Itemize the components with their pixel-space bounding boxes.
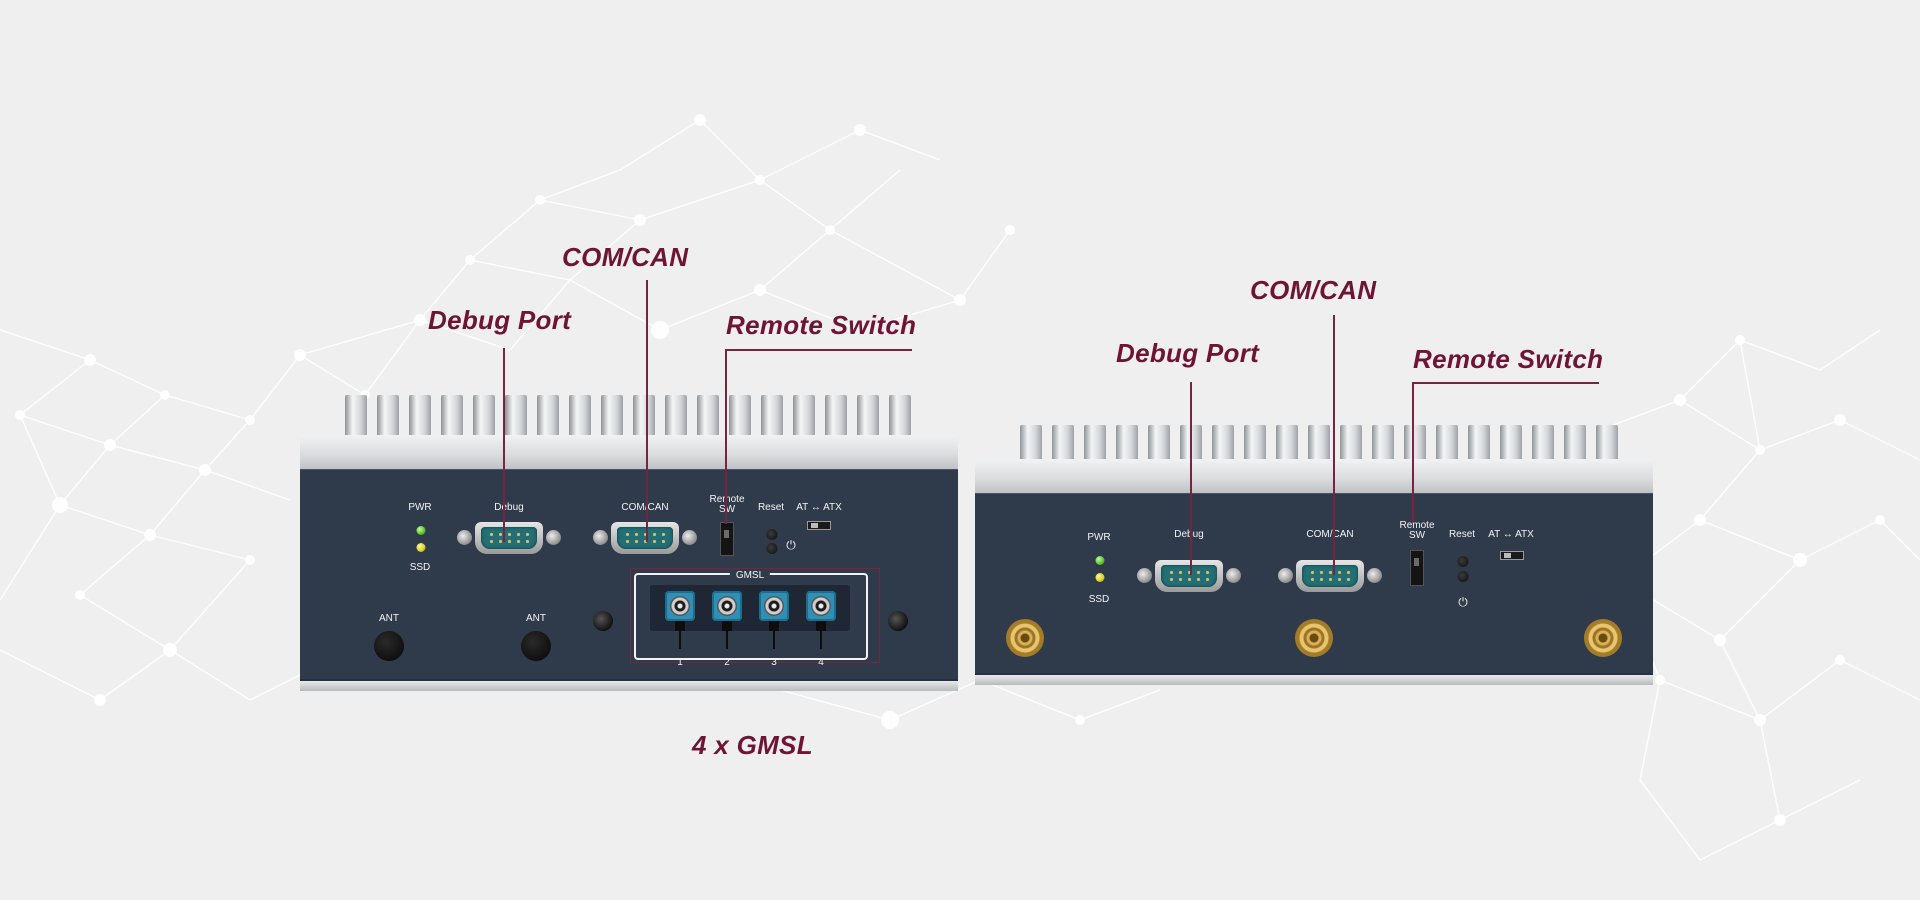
gmsl-port-4-label: 4	[818, 657, 824, 668]
right-callout-debug-port: Debug Port	[1116, 338, 1260, 368]
gmsl-port-3-latch	[769, 621, 779, 631]
gmsl-port-2-latch	[722, 621, 732, 631]
gmsl-port-3-lead	[773, 631, 775, 649]
at-atx-label: AT ↔ ATX	[796, 502, 842, 513]
gmsl-port-2[interactable]	[712, 591, 742, 621]
right-debug-leader	[1190, 382, 1192, 575]
right-callout-remote-switch: Remote Switch	[1413, 344, 1604, 374]
gmsl-port-2-lead	[726, 631, 728, 649]
panel-screw-right	[888, 611, 908, 631]
ssd-label: SSD	[409, 562, 431, 573]
left-remote-switch-leader-h	[726, 349, 912, 351]
left-device: PWR SSD Debug COM/CAN Remote SW Reset ⏻ …	[300, 395, 958, 695]
left-com-can-leader	[646, 280, 648, 542]
chassis-lid	[300, 435, 958, 469]
front-panel	[300, 469, 958, 681]
left-debug-leader	[503, 348, 505, 542]
gmsl-port-1[interactable]	[665, 591, 695, 621]
gmsl-port-4[interactable]	[806, 591, 836, 621]
right-remote-switch-leader-h	[1413, 382, 1599, 384]
panel-screw-left	[593, 611, 613, 631]
gmsl-port-4-lead	[820, 631, 822, 649]
com-can-port[interactable]	[593, 520, 697, 556]
right-com-can-label: COM/CAN	[1306, 529, 1354, 540]
right-debug-port[interactable]	[1137, 558, 1241, 594]
right-pwr-led	[1095, 556, 1105, 565]
right-power-icon: ⏻	[1458, 595, 1468, 609]
right-power-button[interactable]	[1457, 571, 1469, 582]
right-com-can-port[interactable]	[1278, 558, 1382, 594]
chassis-base	[300, 681, 958, 691]
ant-label-1: ANT	[379, 613, 399, 624]
chassis-base-right	[975, 675, 1653, 685]
left-callout-gmsl: 4 x GMSL	[692, 730, 813, 760]
antenna-connector-1[interactable]	[1006, 619, 1044, 657]
left-callout-debug-port: Debug Port	[428, 305, 572, 335]
right-reset-label: Reset	[1448, 529, 1476, 540]
ant-label-2: ANT	[526, 613, 546, 624]
gmsl-port-1-lead	[679, 631, 681, 649]
right-callout-com-can: COM/CAN	[1250, 275, 1377, 305]
left-callout-remote-switch: Remote Switch	[726, 310, 917, 340]
antenna-connector-3[interactable]	[1584, 619, 1622, 657]
right-reset-button[interactable]	[1457, 556, 1469, 567]
debug-label: Debug	[494, 502, 524, 513]
right-remote-switch-leader-v	[1412, 382, 1414, 522]
remote-switch-header[interactable]	[720, 522, 734, 556]
right-com-can-leader	[1333, 315, 1335, 575]
gmsl-label: GMSL	[729, 571, 771, 581]
gmsl-port-3-label: 3	[771, 657, 777, 668]
pwr-led	[416, 526, 426, 535]
power-icon: ⏻	[786, 538, 796, 552]
right-remote-switch-header[interactable]	[1410, 550, 1424, 586]
right-ssd-label: SSD	[1088, 594, 1110, 605]
gmsl-port-4-latch	[816, 621, 826, 631]
gmsl-port-1-latch	[675, 621, 685, 631]
gmsl-port-2-label: 2	[724, 657, 730, 668]
right-at-atx-switch[interactable]	[1500, 551, 1524, 560]
reset-label: Reset	[757, 502, 785, 513]
pwr-label: PWR	[408, 502, 432, 513]
at-atx-switch[interactable]	[807, 521, 831, 530]
reset-button[interactable]	[766, 529, 778, 540]
right-device: PWR SSD Debug COM/CAN Remote SW Reset ⏻ …	[975, 425, 1653, 697]
right-ssd-led	[1095, 573, 1105, 582]
gmsl-highlight-box	[630, 568, 880, 663]
right-remote-sw-label-line1: Remote	[1399, 520, 1435, 531]
power-button[interactable]	[766, 543, 778, 554]
right-debug-label: Debug	[1174, 529, 1204, 540]
antenna-hole-1	[374, 631, 404, 661]
left-callout-com-can: COM/CAN	[562, 242, 689, 272]
com-can-label: COM/CAN	[621, 502, 669, 513]
antenna-hole-2	[521, 631, 551, 661]
left-remote-switch-leader-v	[725, 349, 727, 524]
right-at-atx-label: AT ↔ ATX	[1488, 529, 1534, 540]
gmsl-port-3[interactable]	[759, 591, 789, 621]
remote-sw-label-line2: SW	[718, 504, 736, 515]
remote-sw-label-line1: Remote	[709, 494, 745, 505]
gmsl-port-1-label: 1	[677, 657, 683, 668]
debug-port[interactable]	[457, 520, 561, 556]
ssd-led	[416, 543, 426, 552]
right-remote-sw-label-line2: SW	[1408, 530, 1426, 541]
right-pwr-label: PWR	[1087, 532, 1111, 543]
antenna-connector-2[interactable]	[1295, 619, 1333, 657]
chassis-lid-right	[975, 459, 1653, 493]
